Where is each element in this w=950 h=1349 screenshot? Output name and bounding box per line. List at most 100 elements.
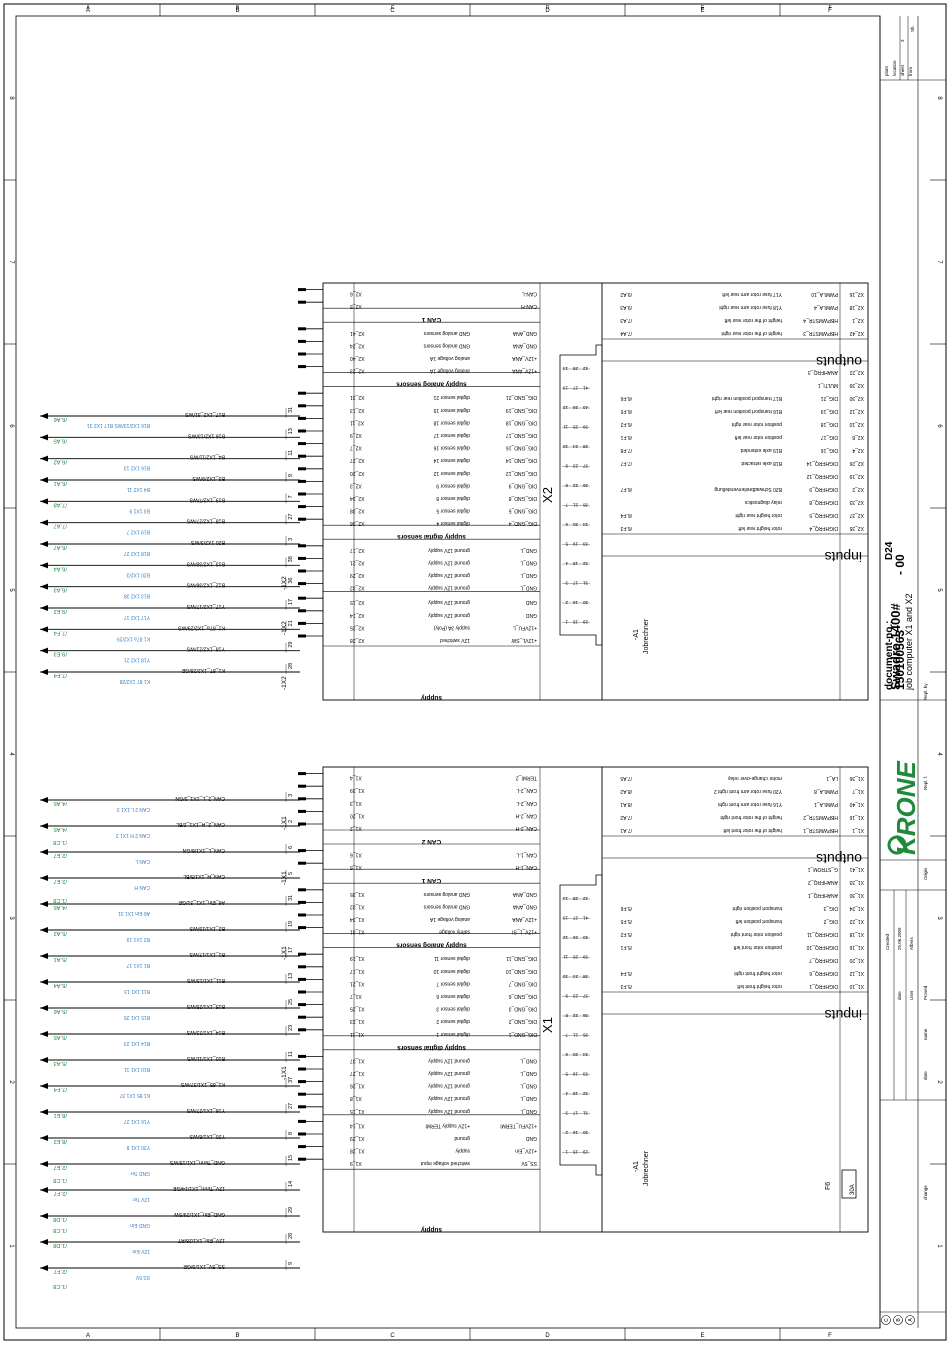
doc-revision: - 00	[893, 554, 907, 575]
input-signal: ANAHFRQ_1	[808, 892, 838, 898]
connector-pin-number: 10	[562, 974, 568, 979]
drawing-title: Swadro 1400#	[888, 603, 903, 690]
terminal-number: 31	[288, 407, 294, 413]
digital-signal: DIG_GND_7	[508, 980, 537, 986]
wire-reference: /1.D8	[53, 1216, 67, 1222]
connector-pin-number: 22	[572, 483, 578, 488]
digital-desc: digital sensor 8	[436, 495, 470, 501]
connector-pin-number: 15	[572, 620, 578, 625]
revision-mark	[905, 1315, 915, 1325]
input-pin: X2_37	[849, 512, 864, 518]
connector-pin-number: 19	[572, 542, 578, 547]
input-desc: transport position right	[732, 905, 782, 911]
digital-signal: DIG_GND_1	[508, 1031, 537, 1037]
terminal-strip-label: -1X1	[281, 946, 288, 960]
input-desc: rotor height rear right	[735, 512, 782, 518]
terminal-stub	[298, 327, 306, 331]
input-ref: /5.F1	[620, 944, 632, 950]
connector-pin-number: 39	[582, 955, 588, 960]
input-pin: X1_18	[849, 931, 864, 937]
fuse-rating: 30A	[850, 1184, 856, 1195]
terminal-number: 38	[288, 556, 294, 562]
wire-sublabel: 12V Ter	[133, 1196, 150, 1202]
wire-label: 12V_Term_1X1/14/GE	[173, 1185, 225, 1191]
wire-arrow-icon	[40, 875, 48, 881]
wire-reference: /9.E2	[53, 608, 67, 614]
gnd-signal: GND_L	[520, 1070, 537, 1076]
proved-label: Proved	[923, 985, 928, 1000]
wire-arrow-icon	[40, 1187, 48, 1193]
wire-reference: /7.F4	[53, 672, 67, 678]
gnd-signal: GND_L	[520, 547, 537, 553]
gnd-signal: GND_L	[520, 1057, 537, 1063]
input-pin: X1_22	[849, 918, 864, 924]
supply-pin: X1_28	[350, 1148, 365, 1154]
outputs-title: outputs	[816, 354, 862, 370]
terminal-strip-label: -1X2	[281, 576, 288, 590]
gnd-pin: X1_37	[350, 1057, 365, 1063]
output-ref: /9.A2	[620, 291, 632, 297]
gnd-pin: X2_21	[350, 559, 365, 565]
wire-label: CAN_L_1X1/6/GN	[182, 847, 225, 853]
analog-pin: X2_23	[350, 368, 365, 374]
wire-arrow-icon	[40, 583, 48, 590]
terminal-stub	[298, 442, 306, 446]
module-frame	[322, 766, 869, 1233]
column-marker: C	[391, 5, 395, 11]
digital-signal: DIG_GND_16	[506, 445, 537, 451]
digital-signal: DIG_GND_14	[506, 457, 537, 463]
wire-sublabel: B1 1X1 17	[126, 962, 150, 968]
input-desc: rotor height rear left	[738, 525, 782, 531]
gnd-pin: X2_32	[350, 585, 365, 591]
digital-signal: DIG_GND_6	[508, 993, 537, 999]
connector-pin-number: 14	[562, 896, 568, 901]
wire-arrow-icon	[40, 562, 48, 569]
terminal-stub	[298, 965, 306, 969]
connector-pin-number: 3	[565, 581, 568, 586]
digital-signal: DIG_GND_9	[508, 482, 537, 488]
wire-label: B3_1X2/9/WS	[192, 475, 225, 481]
gnd-signal: GND_L	[520, 1083, 537, 1089]
input-desc: position rotor rear left	[734, 434, 782, 440]
terminal-number: 9	[288, 1262, 294, 1265]
gnd-desc: ground 12V supply	[428, 1095, 470, 1101]
row-marker: 4	[8, 752, 14, 756]
connector-pin-number: 6	[565, 1052, 568, 1057]
digital-pin: X2_36	[350, 520, 365, 526]
gnd-desc: ground 12V supply	[428, 1057, 470, 1063]
input-signal: DIGHFRQ_6	[809, 970, 838, 976]
output-pin: X1_16	[849, 814, 864, 820]
input-desc: B20 Schwadbreitenverstellung	[714, 486, 782, 492]
terminal-stub	[298, 1157, 306, 1161]
digital-pin: X1_17	[350, 968, 365, 974]
terminal-stub	[298, 1132, 306, 1136]
terminal-number: 28	[288, 663, 294, 669]
created-label: Created	[885, 933, 890, 950]
connector-housing	[559, 344, 603, 646]
connector-pin-number: 35	[582, 503, 588, 508]
wire-reference: /7.F4	[53, 629, 67, 635]
connector-pin-number: 2	[565, 1130, 568, 1135]
output-signal: PWMLA_1	[814, 801, 838, 807]
wire-label: K1_87_1X2/28/GE	[181, 667, 225, 673]
digital-desc: digital sensor 14	[433, 457, 470, 463]
connector-pin-number: 9	[565, 464, 568, 469]
terminal-stub	[298, 416, 306, 420]
wire-arrow-icon	[40, 1161, 48, 1167]
input-signal: ANAHFRQ_3	[808, 369, 838, 375]
wire-sublabel: B3 1X2 9	[129, 507, 150, 513]
wire-label: SS_5V_1X1/9/GE	[183, 1263, 225, 1269]
input-signal: DIGHFRQ_5	[809, 512, 838, 518]
gnd-pin: X1_8	[350, 1095, 362, 1101]
input-desc: position rotor front left	[733, 944, 782, 950]
connector-pin-number: 9	[565, 994, 568, 999]
terminal-number: 11	[288, 450, 294, 456]
input-desc: B17 transport position rear right	[711, 395, 782, 401]
wire-label: A6_Ein_1X1_31/GE	[178, 899, 225, 905]
terminal-stub	[298, 1067, 306, 1071]
connector-pin-number: 28	[572, 896, 578, 901]
gnd-desc: ground 12V supply	[428, 585, 470, 591]
connector-pin-number: 21	[572, 1033, 578, 1038]
sheet-label: sheet	[900, 64, 905, 76]
connector-pin-number: 40	[582, 935, 588, 940]
